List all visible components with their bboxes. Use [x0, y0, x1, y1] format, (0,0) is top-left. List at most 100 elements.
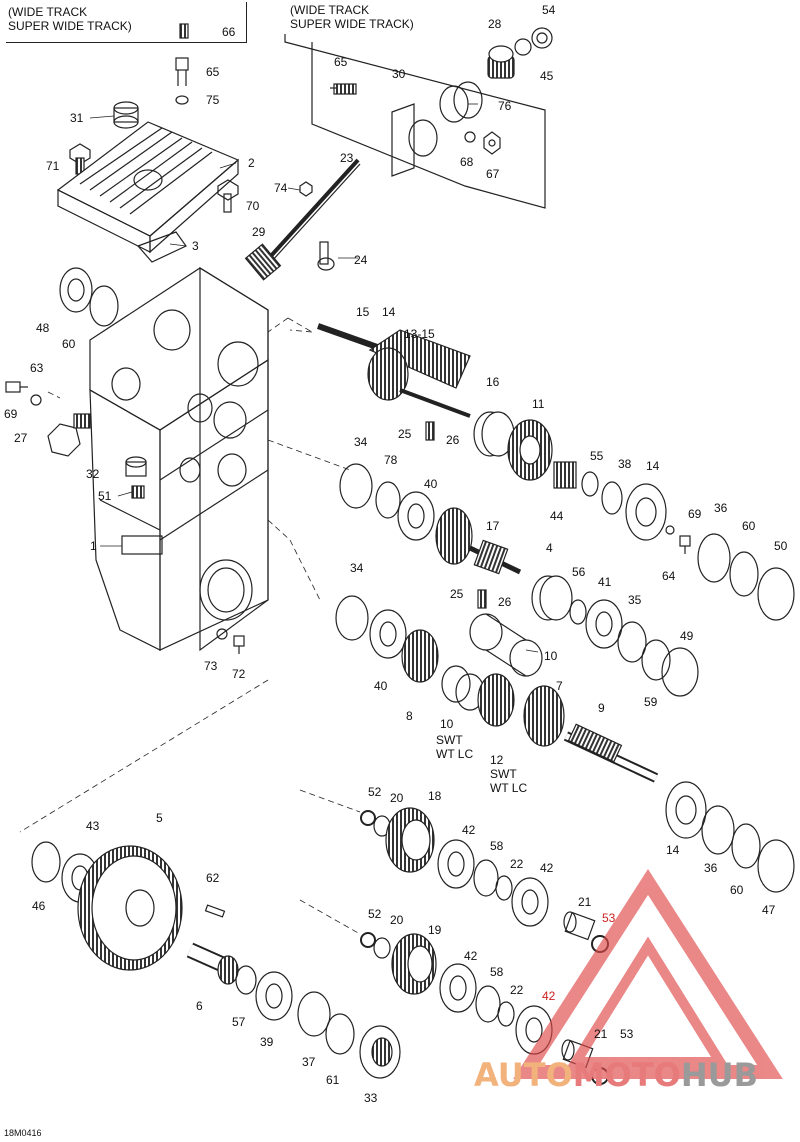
callout-20-top: 20 — [390, 791, 404, 805]
bearing-42-b — [511, 877, 549, 927]
callout-28: 28 — [488, 17, 502, 31]
ring-60-left — [89, 285, 119, 327]
spring-25-26-top — [425, 421, 435, 441]
ring-35 — [617, 621, 647, 663]
watermark-text: AUTOMOTOHUB — [474, 1056, 758, 1094]
callout-73: 73 — [204, 659, 218, 673]
gearbox-housing-1 — [89, 266, 269, 652]
ring-58-upper — [473, 859, 499, 897]
callout-63: 63 — [30, 361, 44, 375]
washer-46 — [31, 841, 61, 883]
plug-27 — [47, 413, 91, 457]
shaft-6 — [186, 942, 239, 985]
sleeve-10-upper — [469, 613, 543, 677]
callout-55: 55 — [590, 449, 604, 463]
callout-42-d: 42 — [542, 989, 556, 1003]
cover-47 — [757, 839, 795, 893]
callout-67: 67 — [486, 167, 500, 181]
callout-1: 1 — [90, 539, 97, 553]
callout-15: 15 — [356, 305, 370, 319]
callout-34-mid: 34 — [350, 561, 364, 575]
bolt-72 — [233, 635, 245, 654]
note-swt-a: SWT — [436, 733, 463, 747]
bearing-40-upper — [397, 491, 435, 541]
callout-33: 33 — [364, 1091, 378, 1105]
callout-21-top: 21 — [578, 895, 592, 909]
callout-46: 46 — [32, 899, 46, 913]
callout-45: 45 — [540, 69, 554, 83]
plug-32 — [125, 456, 147, 477]
callout-26-mid: 26 — [498, 595, 512, 609]
callout-6: 6 — [196, 999, 203, 1013]
callout-56: 56 — [572, 565, 586, 579]
spring-29 — [244, 243, 282, 281]
callout-36-low: 36 — [704, 861, 718, 875]
callout-47: 47 — [762, 903, 776, 917]
bearing-40-lower — [369, 609, 407, 659]
o-ring-54 — [514, 38, 532, 56]
callout-29: 29 — [252, 225, 266, 239]
callout-42-c: 42 — [464, 949, 478, 963]
sensor-65-top — [175, 57, 189, 86]
ring-56 — [569, 599, 587, 625]
note-super-wide-2: SUPER WIDE TRACK) — [290, 17, 414, 31]
callout-41: 41 — [598, 575, 612, 589]
washer-75 — [175, 95, 189, 105]
callout-78: 78 — [384, 453, 398, 467]
gear-19 — [391, 933, 437, 995]
callout-59: 59 — [644, 695, 658, 709]
callout-76: 76 — [498, 99, 512, 113]
callout-2: 2 — [248, 156, 255, 170]
sensor-51 — [131, 485, 145, 499]
callout-5: 5 — [156, 811, 163, 825]
callout-69-right: 69 — [688, 507, 702, 521]
callout-17: 17 — [486, 519, 500, 533]
callout-22-top: 22 — [510, 857, 524, 871]
top-cover-2 — [56, 121, 240, 254]
washer-73 — [216, 628, 228, 640]
sensor-65-inset — [330, 83, 357, 95]
washer-48 — [59, 267, 93, 313]
callout-40-top: 40 — [424, 477, 438, 491]
callout-42-a: 42 — [462, 823, 476, 837]
callout-69-left: 69 — [4, 407, 18, 421]
bearing-41 — [585, 599, 623, 649]
spring-25-26-mid — [477, 589, 487, 609]
callout-72: 72 — [232, 667, 246, 681]
callout-31: 31 — [70, 111, 84, 125]
callout-25-top: 25 — [398, 427, 412, 441]
ring-36-lower — [701, 805, 735, 855]
circlip-52-lower — [360, 932, 376, 948]
ring-38 — [601, 481, 623, 515]
callout-12: 12 — [490, 753, 504, 767]
washer-68 — [464, 131, 476, 143]
gear-7 — [523, 685, 565, 747]
callout-36-top: 36 — [714, 501, 728, 515]
callout-14-top: 14 — [382, 305, 396, 319]
callout-44: 44 — [550, 509, 564, 523]
watermark-part-moto: MOTO — [572, 1056, 681, 1094]
callout-58-low: 58 — [490, 965, 504, 979]
callout-60: 60 — [62, 337, 76, 351]
callout-52-low: 52 — [368, 907, 382, 921]
plug-31 — [113, 101, 139, 129]
washer-69-right — [665, 525, 675, 535]
sliding-dog-mid — [531, 575, 573, 621]
callout-64: 64 — [662, 569, 676, 583]
callout-65: 65 — [206, 65, 220, 79]
callout-38: 38 — [618, 457, 632, 471]
callout-22-low: 22 — [510, 983, 524, 997]
callout-26-top: 26 — [446, 433, 460, 447]
callout-54: 54 — [542, 3, 556, 17]
callout-51: 51 — [98, 489, 112, 503]
callout-37: 37 — [302, 1055, 316, 1069]
callout-18: 18 — [428, 789, 442, 803]
callout-39: 39 — [260, 1035, 274, 1049]
callout-34-top: 34 — [354, 435, 368, 449]
callout-30: 30 — [392, 67, 406, 81]
wide-track-note-frame — [6, 2, 247, 43]
drawing-code: 18M0416 — [4, 1128, 42, 1138]
callout-8: 8 — [406, 709, 413, 723]
shift-shaft-23 — [258, 158, 360, 270]
bracket-30 — [391, 103, 415, 177]
